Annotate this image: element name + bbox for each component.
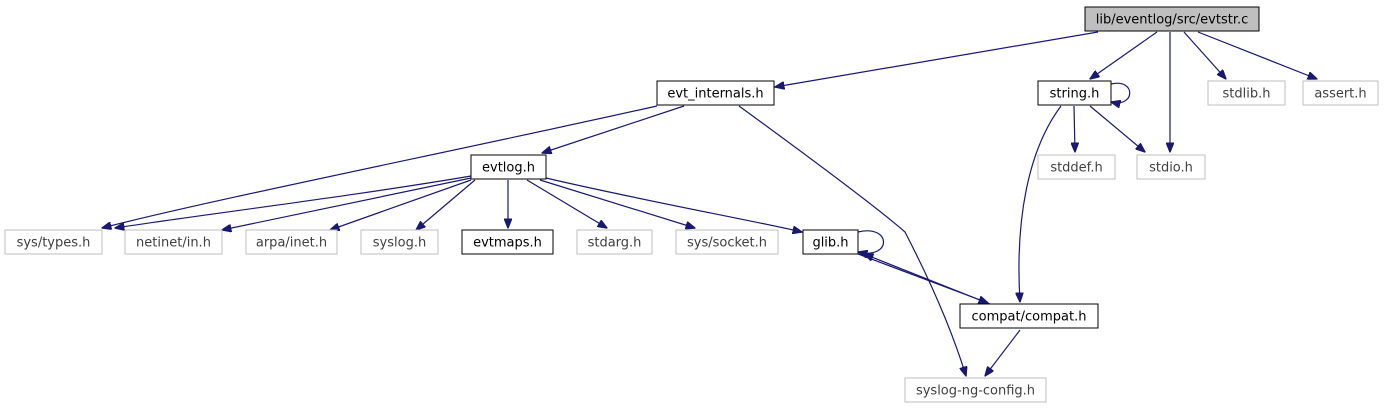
node-root[interactable]: lib/eventlog/src/evtstr.c [1084,6,1260,32]
node-box [1302,80,1379,106]
edge-evtlog-to-syssocket [539,179,695,228]
node-stdio: stdio.h [1136,154,1206,180]
edge-root-to-assert [1197,31,1317,79]
node-box [1207,80,1286,106]
node-assert: assert.h [1302,80,1379,106]
node-syslog: syslog.h [360,229,439,255]
edge-root-to-string [1090,31,1158,79]
node-systypes: sys/types.h [4,229,103,255]
edge-evtlog-to-stdarg [526,179,607,228]
node-label: syslog.h [373,236,426,251]
edge-evtlog-to-netinet [222,177,472,230]
node-label: netinet/in.h [136,236,211,251]
node-string[interactable]: string.h [1037,80,1112,106]
edge-string-to-stddef [1074,105,1075,152]
edge-compat-to-config [985,329,1021,376]
node-box [1084,6,1260,32]
edge-string-to-string [1111,82,1131,103]
node-stddef: stddef.h [1037,154,1116,180]
node-label: evtmaps.h [473,236,542,251]
edge-evt_internals-to-evtlog [542,105,685,153]
node-box [4,229,103,255]
edge-evtlog-to-arpainet [330,179,472,230]
node-box [1037,80,1112,106]
node-box [904,377,1047,403]
node-syssocket: sys/socket.h [675,229,779,255]
node-label: lib/eventlog/src/evtstr.c [1096,13,1249,28]
node-label: glib.h [812,236,848,251]
node-label: string.h [1050,87,1100,102]
node-box [360,229,439,255]
node-stdlib: stdlib.h [1207,80,1286,106]
node-label: arpa/inet.h [256,236,327,251]
edge-root-to-evt_internals [775,31,1099,87]
node-box [124,229,223,255]
edge-evt_internals-to-config [738,105,966,376]
edge-evtlog-to-syslog [416,179,476,230]
node-box [470,154,547,180]
node-config: syslog-ng-config.h [904,377,1047,403]
node-label: evt_internals.h [667,87,763,102]
node-box [245,229,338,255]
node-box [461,229,554,255]
node-box [1037,154,1116,180]
node-box [576,229,653,255]
edge-evtlog-to-systypes [115,175,472,228]
edge-evt_internals-to-systypes [102,105,658,228]
edge-compat-to-glib [864,254,991,305]
node-evt_internals[interactable]: evt_internals.h [656,80,775,106]
node-arpainet: arpa/inet.h [245,229,338,255]
node-label: stdarg.h [588,236,642,251]
node-box [675,229,779,255]
node-compat[interactable]: compat/compat.h [959,303,1099,329]
edge-root-to-stdlib [1183,31,1226,79]
node-label: stddef.h [1050,161,1102,176]
node-glib[interactable]: glib.h [802,229,859,255]
node-box [959,303,1099,329]
node-evtmaps[interactable]: evtmaps.h [461,229,554,255]
node-label: syslog-ng-config.h [916,384,1035,399]
edge-string-to-compat [1019,105,1062,302]
node-box [802,229,859,255]
node-label: stdio.h [1149,161,1193,176]
node-label: sys/types.h [17,236,91,251]
edge-glib-to-glib [858,230,884,253]
edge-string-to-stdio [1089,105,1145,152]
node-box [656,80,775,106]
node-stdarg: stdarg.h [576,229,653,255]
node-box [1136,154,1206,180]
node-evtlog[interactable]: evtlog.h [470,154,547,180]
node-netinet: netinet/in.h [124,229,223,255]
node-label: sys/socket.h [687,236,767,251]
edge-evtlog-to-glib [545,177,802,232]
node-label: assert.h [1314,87,1366,102]
node-label: evtlog.h [482,161,535,176]
node-label: stdlib.h [1223,87,1271,102]
node-label: compat/compat.h [972,310,1087,325]
